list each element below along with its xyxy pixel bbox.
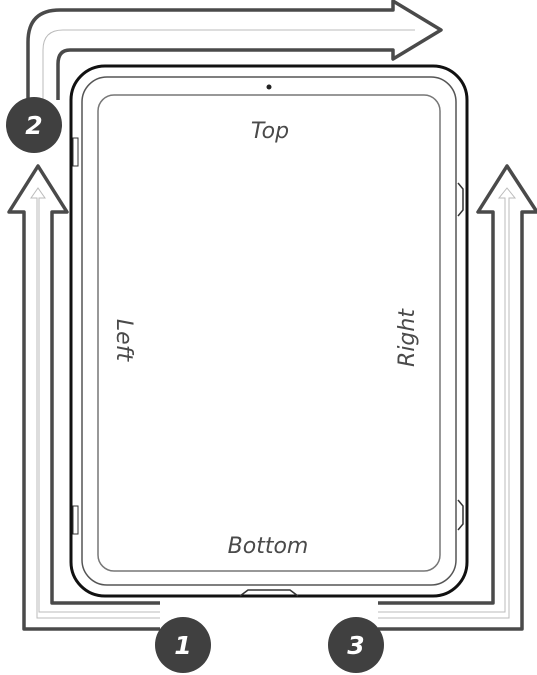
- step-badge-2-circle: [6, 97, 62, 153]
- arrow-step-1-inner: [30, 187, 160, 619]
- arrow-step-2: [26, 0, 443, 100]
- arrow-step-3-inner: [378, 187, 517, 619]
- bottom-port: [239, 589, 299, 597]
- step-badge-3-circle: [328, 617, 384, 673]
- step-badge-1: 1: [155, 617, 211, 673]
- device-screen: [97, 94, 441, 572]
- step-badge-1-circle: [155, 617, 211, 673]
- arrow-step-3: [378, 164, 537, 631]
- step-badge-2-number: 2: [25, 111, 42, 140]
- label-right: Right: [395, 308, 420, 367]
- label-top: Top: [251, 119, 289, 144]
- right-side-button-top: [457, 182, 464, 217]
- step-badge-3: 3: [328, 617, 384, 673]
- left-side-button-bottom: [72, 505, 79, 535]
- label-left: Left: [111, 319, 136, 363]
- tablet-device: [69, 64, 469, 598]
- left-side-button-top: [72, 137, 79, 167]
- arrow-step-2-inner: [42, 29, 415, 100]
- front-camera-icon: [266, 84, 272, 90]
- arrow-step-1: [7, 164, 160, 631]
- label-bottom: Bottom: [228, 534, 309, 559]
- step-badge-1-number: 1: [174, 631, 191, 660]
- step-badge-2: 2: [6, 97, 62, 153]
- right-side-button-bottom: [457, 499, 464, 531]
- step-badge-3-number: 3: [347, 631, 364, 660]
